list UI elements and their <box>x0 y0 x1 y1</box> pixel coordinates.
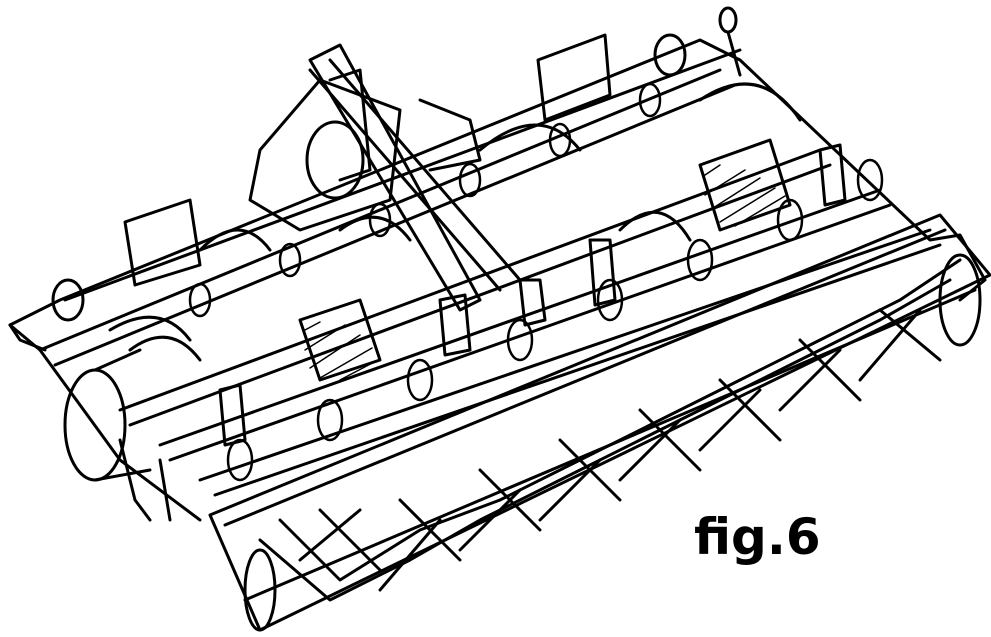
wheels <box>51 33 687 322</box>
top-link <box>308 58 522 292</box>
front-roller <box>63 348 152 482</box>
lifting-eye <box>718 6 742 77</box>
figure-label: fig.6 <box>694 508 821 566</box>
spring-tines <box>188 82 884 482</box>
hatching <box>304 164 786 381</box>
rear-crumbler-roller <box>208 213 991 632</box>
